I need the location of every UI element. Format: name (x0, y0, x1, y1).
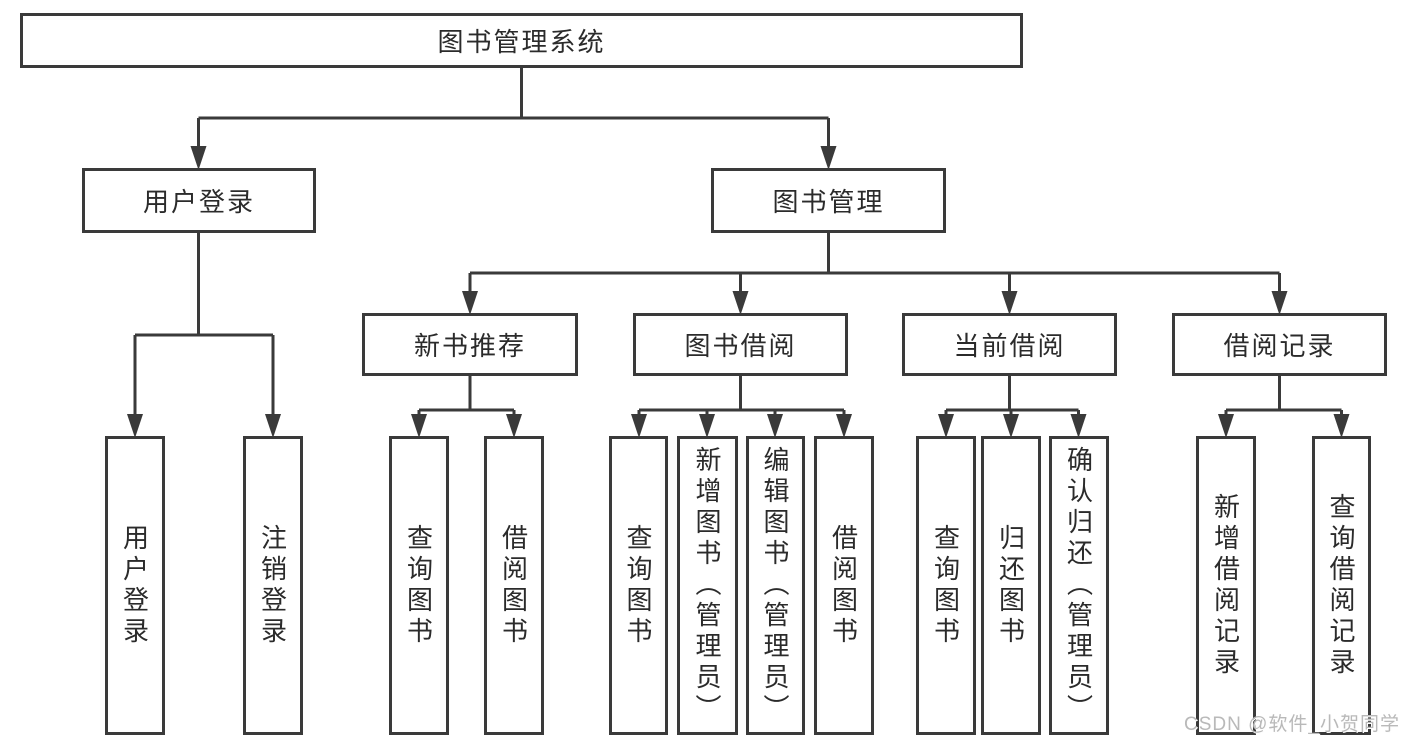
arrowhead (1001, 291, 1018, 315)
leaf-return-books: 归还图书 (981, 436, 1041, 735)
node-library-management-system: 图书管理系统 (20, 13, 1023, 68)
leaf-borrow-books-recommend: 借阅图书 (484, 436, 544, 735)
arrowhead (1218, 414, 1234, 438)
arrowhead (190, 146, 207, 170)
leaf-logout: 注销登录 (243, 436, 303, 735)
edge-root-to-level1 (190, 68, 837, 170)
node-book-borrowing: 图书借阅 (633, 313, 848, 376)
node-current-borrowing: 当前借阅 (902, 313, 1117, 376)
arrowhead (938, 414, 954, 438)
leaf-confirm-return-admin: 确认归还（管理员） (1049, 436, 1109, 735)
arrowhead (265, 414, 281, 438)
edge-current-borrowing-children (938, 376, 1087, 438)
node-new-book-recommend: 新书推荐 (362, 313, 578, 376)
csdn-watermark: CSDN @软件_小贺同学 (1184, 714, 1400, 735)
edge-book-borrowing-children (631, 376, 852, 438)
leaf-query-borrow-record: 查询借阅记录 (1312, 436, 1371, 735)
arrowhead (1271, 291, 1288, 315)
arrowhead (836, 414, 852, 438)
arrowhead (411, 414, 427, 438)
arrowhead (462, 291, 478, 315)
leaf-query-books-current: 查询图书 (916, 436, 976, 735)
leaf-borrow-books-borrowing: 借阅图书 (814, 436, 874, 735)
arrowhead (699, 414, 715, 438)
arrowhead (506, 414, 522, 438)
node-user-login: 用户登录 (82, 168, 316, 233)
arrowhead (1070, 414, 1087, 438)
node-book-management: 图书管理 (711, 168, 946, 233)
arrowhead (631, 414, 647, 438)
leaf-user-login: 用户登录 (105, 436, 165, 735)
arrowhead (820, 146, 837, 170)
arrowhead (767, 414, 783, 438)
arrowhead (1003, 414, 1019, 438)
edge-borrow-records-children (1218, 376, 1350, 438)
edge-book-management-children (462, 233, 1288, 315)
arrowhead (127, 414, 143, 438)
arrowhead (1333, 414, 1350, 438)
arrowhead (732, 291, 749, 315)
leaf-edit-book-admin: 编辑图书（管理员） (746, 436, 805, 735)
leaf-add-borrow-record: 新增借阅记录 (1196, 436, 1256, 735)
edge-user-login-children (127, 233, 281, 438)
leaf-query-books-borrowing: 查询图书 (609, 436, 668, 735)
node-borrow-records: 借阅记录 (1172, 313, 1387, 376)
leaf-add-book-admin: 新增图书（管理员） (677, 436, 738, 735)
edge-new-book-recommend-children (411, 376, 522, 438)
leaf-query-books-recommend: 查询图书 (389, 436, 449, 735)
